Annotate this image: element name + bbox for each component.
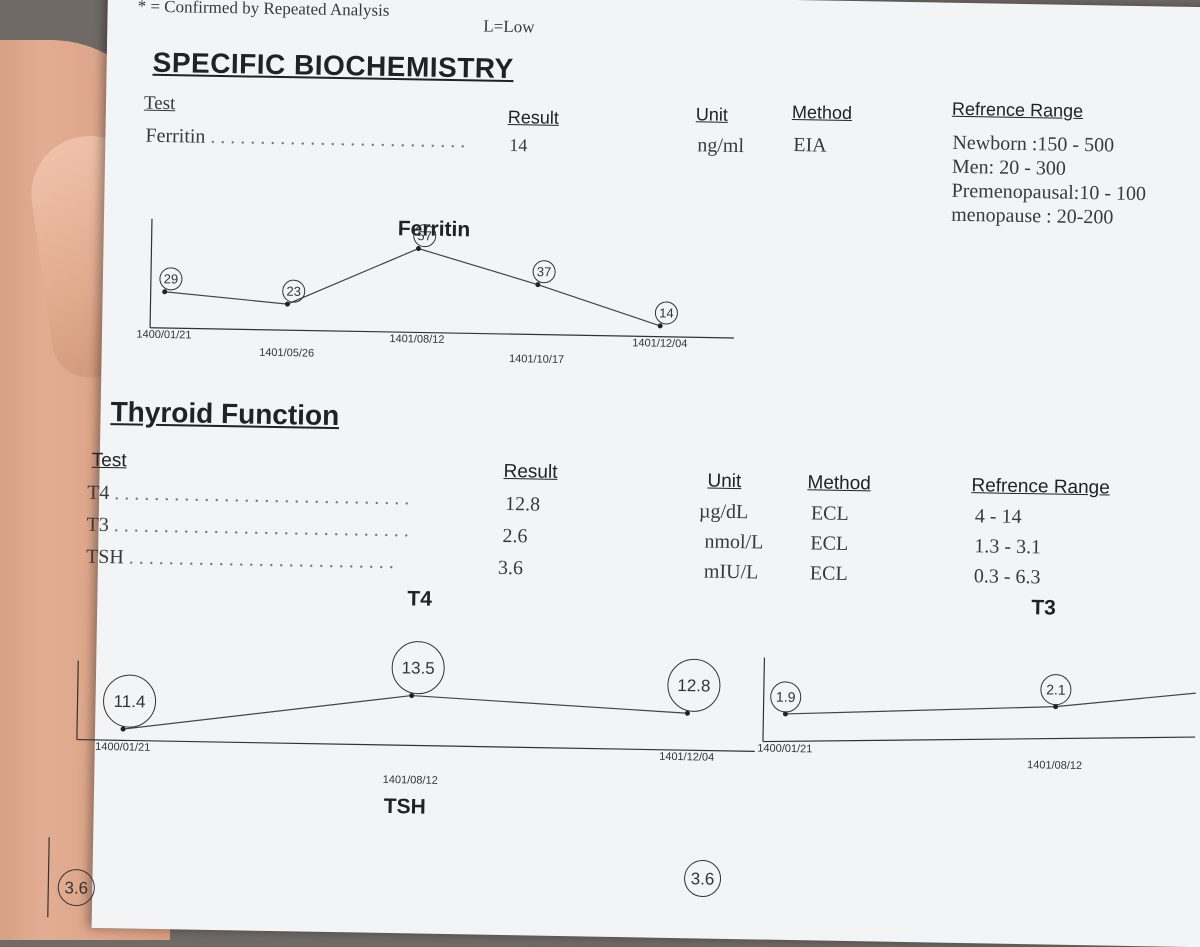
t3-data-label: 2.1: [1046, 681, 1066, 697]
t3-data-label: 1.9: [776, 689, 796, 705]
t4-value-bubble: [667, 658, 721, 712]
t4-data-label: 13.5: [401, 658, 434, 678]
t4-y-axis: [76, 660, 79, 740]
ferritin-chart: 29 23 57 37 14 1400/01/21 1401/05/26 1401/08/12…: [136, 218, 734, 366]
ferritin-data-label: 57: [417, 228, 432, 243]
tsh-data-label: 3.6: [691, 869, 715, 888]
t3-value-bubble: [770, 681, 802, 713]
t4-value-bubble: [391, 641, 445, 695]
ferritin-y-axis: [149, 218, 153, 328]
t4-point: [409, 693, 415, 699]
t3-point: [782, 711, 788, 717]
t3-y-axis: [762, 657, 766, 742]
ferritin-value-bubble: [282, 279, 306, 303]
ferritin-point: [285, 301, 291, 307]
t4-date-label: 1401/12/04: [659, 751, 714, 764]
t3-value-bubble: [1040, 674, 1072, 706]
t4-data-label: 12.8: [677, 676, 710, 696]
t4-date-label: 1401/08/12: [383, 774, 438, 787]
t4-point: [120, 726, 126, 732]
lab-report-sheet: * = Confirmed by Repeated Analysis L=Low…: [47, 0, 1200, 947]
ferritin-x-axis: [150, 327, 734, 339]
t4-date-label: 1400/01/21: [95, 741, 150, 754]
ferritin-value-bubble: [413, 224, 437, 248]
t3-date-label: 1401/08/12: [1027, 759, 1082, 772]
ferritin-value-bubble: [159, 267, 183, 291]
ferritin-date-label: 1400/01/21: [136, 329, 191, 342]
t4-value-bubble: [103, 674, 157, 728]
ferritin-data-label: 29: [164, 271, 179, 286]
ferritin-date-label: 1401/08/12: [389, 333, 444, 346]
ferritin-data-label: 23: [286, 284, 301, 299]
t4-data-label: 11.4: [113, 692, 145, 712]
ferritin-data-label: 37: [537, 264, 552, 279]
ferritin-date-label: 1401/05/26: [259, 347, 314, 360]
t3-series-line: [785, 692, 1196, 715]
t3-date-label: 1400/01/21: [757, 742, 812, 755]
ferritin-date-label: 1401/10/17: [509, 353, 564, 366]
t4-series-line: [123, 694, 688, 730]
tsh-value-bubble: [684, 860, 722, 898]
thyroid-charts: 11.4 13.5 12.8 1400/01/21 1401/08/12 1401/12/…: [47, 641, 1196, 918]
ferritin-point: [535, 282, 541, 288]
ferritin-data-label: 14: [659, 305, 674, 320]
ferritin-value-bubble: [532, 260, 556, 284]
ferritin-point: [162, 289, 168, 295]
t4-x-axis: [76, 738, 755, 753]
ferritin-point: [657, 323, 663, 329]
t3-point: [1053, 704, 1059, 710]
t4-point: [684, 710, 690, 716]
ferritin-point: [415, 246, 421, 252]
ferritin-date-label: 1401/12/04: [632, 337, 687, 350]
t3-x-axis: [762, 736, 1196, 743]
ferritin-value-bubble: [654, 301, 678, 325]
tsh-data-label: 3.6: [64, 878, 88, 897]
